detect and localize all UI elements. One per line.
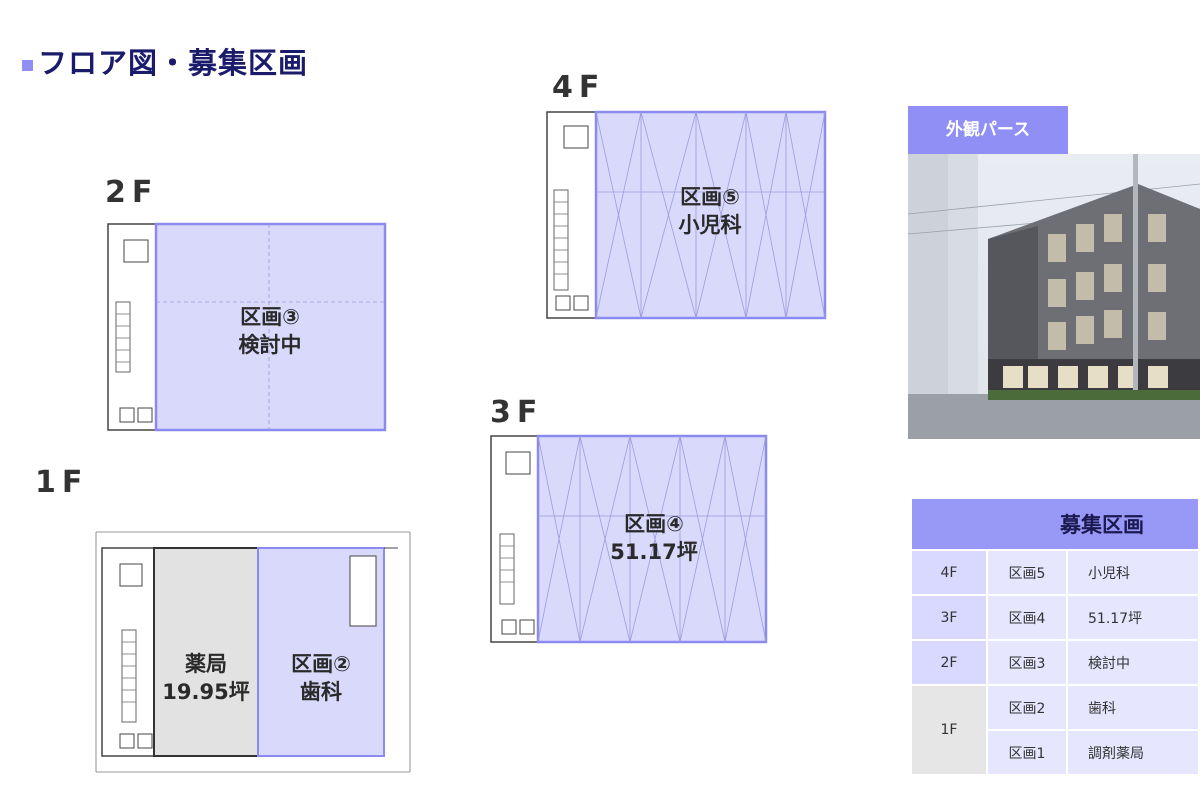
table-cell-use: 歯科 [1066,684,1200,731]
zone-4-area: 51.17坪 [610,540,698,564]
table-cell-floor: 4F [910,549,988,596]
floor-plan-1f [92,528,414,776]
table-header: 募集区画 [910,497,1200,551]
table-row: 1F 区画2 歯科 [910,684,1200,776]
table-cell-use: 小児科 [1066,549,1200,596]
table-cell-floor: 2F [910,639,988,686]
table-row: 4F 区画5 小児科 [910,549,1200,596]
table-cell-use: 検討中 [1066,639,1200,686]
zone-5-label: 区画⑤ 小児科 [640,183,780,239]
exterior-perspective-tag: 外観パース [908,106,1068,154]
table-cell-zone: 区画1 [986,729,1068,776]
table-cell-zone: 区画2 [986,684,1068,731]
floor-plan-4f [546,110,828,322]
zone-2-label: 区画② 歯科 [258,650,384,706]
table-row: 2F 区画3 検討中 [910,639,1200,686]
table-row: 3F 区画4 51.17坪 [910,594,1200,641]
exterior-rendering-image [907,154,1200,439]
floor-label-4f: 4F [552,70,606,105]
zone-4-name: 区画④ [624,512,684,536]
pharmacy-area: 19.95坪 [162,680,250,704]
table-cell-zone: 区画5 [986,549,1068,596]
table-row: 区画1 調剤薬局 [911,729,1200,776]
zone-3-name: 区画③ [240,305,300,329]
table-cell-zone: 区画4 [986,594,1068,641]
floor-plan-3f [490,434,772,646]
table-cell-floor: 3F [910,594,988,641]
title-bullet-square [22,60,33,71]
table-cell-floor: 1F [910,684,988,776]
table-cell-use: 調剤薬局 [1066,729,1200,776]
zone-2-name: 区画② [291,652,351,676]
pharmacy-label: 薬局 19.95坪 [154,650,258,706]
zone-2-use: 歯科 [300,680,342,704]
recruitment-table: 募集区画 4F 区画5 小児科 3F 区画4 51.17坪 2F 区画3 検討中… [910,497,1200,776]
floor-label-3f: 3F [490,395,544,430]
zone-5-use: 小児科 [678,213,742,237]
table-cell-zone: 区画3 [986,639,1068,686]
floor-label-2f: 2F [105,175,159,210]
floor-plan-2f [106,222,388,434]
table-cell-use: 51.17坪 [1066,594,1200,641]
floor-label-1f: 1F [35,465,89,500]
zone-4-label: 区画④ 51.17坪 [584,510,724,566]
zone-5-name: 区画⑤ [680,185,740,209]
zone-3-label: 区画③ 検討中 [200,303,340,359]
pharmacy-name: 薬局 [185,652,227,676]
zone-3-use: 検討中 [238,333,302,357]
page-title: フロア図・募集区画 [38,46,309,80]
